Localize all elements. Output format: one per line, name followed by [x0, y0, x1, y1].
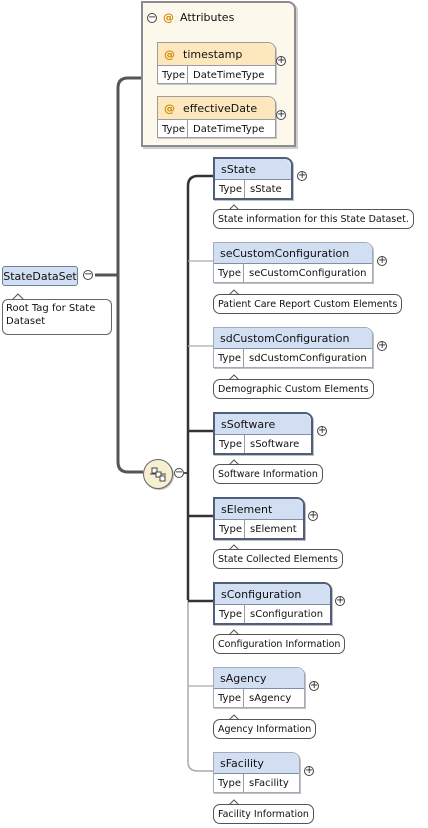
- type-value: sElement: [250, 523, 297, 535]
- root-annotation: Root Tag for State Dataset: [2, 299, 112, 335]
- type-value: DateTimeType: [193, 123, 265, 135]
- element-name: sConfiguration: [215, 584, 330, 605]
- attribute-name: timestamp: [183, 47, 243, 61]
- element-name: sFacility: [214, 753, 299, 774]
- type-value: sFacility: [249, 777, 289, 789]
- sequence-compositor-icon[interactable]: [143, 459, 173, 489]
- type-label: Type: [214, 264, 244, 282]
- attributes-header: − @ Attributes: [147, 11, 234, 24]
- annotation-sconfiguration: Configuration Information: [213, 634, 346, 654]
- plus-circle-icon[interactable]: +: [276, 55, 286, 66]
- element-name: sdCustomConfiguration: [214, 328, 372, 349]
- type-label: Type: [214, 349, 244, 367]
- attribute-timestamp[interactable]: @ timestamp Type DateTimeType: [157, 42, 276, 84]
- type-value: sState: [250, 183, 282, 195]
- element-name: sAgency: [214, 668, 304, 689]
- plus-circle-icon[interactable]: +: [297, 170, 307, 181]
- element-name: sElement: [215, 499, 303, 520]
- annotation-ssoftware: Software Information: [213, 464, 323, 484]
- annotation-selement: State Collected Elements: [213, 549, 343, 569]
- type-value: sSoftware: [250, 438, 300, 450]
- type-value: sAgency: [249, 692, 292, 704]
- annotation-sstate: State information for this State Dataset…: [213, 209, 414, 229]
- type-label: Type: [214, 689, 244, 707]
- type-label: Type: [158, 120, 188, 138]
- element-name: seCustomConfiguration: [214, 243, 372, 264]
- type-label: Type: [214, 774, 244, 792]
- plus-circle-icon[interactable]: +: [309, 680, 319, 691]
- at-icon: @: [164, 101, 175, 115]
- annotation-sfacility: Facility Information: [213, 804, 314, 824]
- at-icon: @: [163, 11, 174, 24]
- minus-circle-icon[interactable]: −: [174, 467, 184, 478]
- type-value: sdCustomConfiguration: [249, 352, 367, 364]
- element-name: sSoftware: [215, 414, 311, 435]
- type-value: seCustomConfiguration: [249, 267, 367, 279]
- attributes-title: Attributes: [180, 11, 235, 24]
- attribute-effectivedate[interactable]: @ effectiveDate Type DateTimeType: [157, 96, 276, 138]
- root-element[interactable]: StateDataSet: [2, 266, 78, 286]
- plus-circle-icon[interactable]: +: [317, 425, 327, 436]
- type-value: sConfiguration: [250, 608, 324, 620]
- plus-circle-icon[interactable]: +: [304, 765, 314, 776]
- attribute-name: effectiveDate: [183, 101, 258, 115]
- type-label: Type: [215, 520, 245, 538]
- plus-circle-icon[interactable]: +: [335, 595, 345, 606]
- annotation-secustomconfiguration: Patient Care Report Custom Elements: [213, 294, 403, 314]
- type-label: Type: [215, 605, 245, 623]
- type-label: Type: [158, 66, 188, 84]
- element-name: sState: [215, 159, 291, 180]
- plus-circle-icon[interactable]: +: [308, 510, 318, 521]
- plus-circle-icon[interactable]: +: [377, 255, 387, 266]
- minus-circle-icon[interactable]: −: [147, 11, 157, 23]
- plus-circle-icon[interactable]: +: [276, 109, 286, 120]
- minus-circle-icon[interactable]: −: [83, 269, 93, 280]
- type-label: Type: [215, 435, 245, 453]
- plus-circle-icon[interactable]: +: [377, 340, 387, 351]
- type-label: Type: [215, 180, 245, 198]
- at-icon: @: [164, 47, 175, 61]
- type-value: DateTimeType: [193, 69, 265, 81]
- annotation-sdcustomconfiguration: Demographic Custom Elements: [213, 379, 374, 399]
- annotation-sagency: Agency Information: [213, 719, 317, 739]
